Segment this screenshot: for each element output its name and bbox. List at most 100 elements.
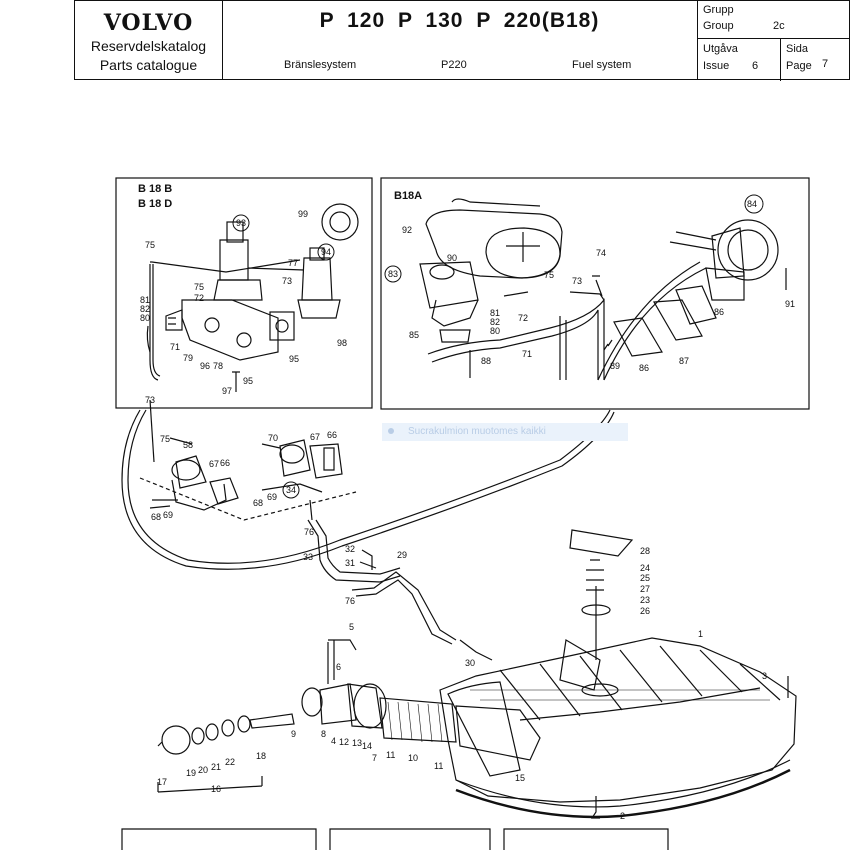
part-label: 3 <box>762 671 767 681</box>
part-label: 5 <box>349 622 354 632</box>
group-issue-page-cell: Grupp Group 2c Utgåva Issue 6 Sida Page … <box>697 1 849 81</box>
catalogue-title-sv: Reservdelskatalog <box>90 38 207 54</box>
part-label: 11 <box>386 750 395 760</box>
section-title-en: Fuel system <box>572 59 632 71</box>
part-label: 11 <box>434 761 443 771</box>
part-label: 19 <box>186 768 196 778</box>
part-label: 2 <box>620 811 625 821</box>
right-inset-drawing <box>419 198 787 381</box>
part-labels-left-inset: 75 81 82 80 72 75 93 99 94 77 73 71 79 9… <box>140 209 347 396</box>
part-label: 93 <box>236 218 246 228</box>
part-label: 90 <box>447 253 457 263</box>
part-label: 95 <box>243 376 253 386</box>
part-label: 81 <box>490 308 500 318</box>
part-label: 68 <box>253 498 263 508</box>
section-model: P220 <box>441 59 467 71</box>
part-label: 71 <box>522 349 532 359</box>
part-label: 26 <box>640 606 650 616</box>
part-label: 13 <box>352 738 362 748</box>
part-label: 83 <box>388 269 398 279</box>
part-label: 76 <box>304 527 314 537</box>
part-label: 72 <box>518 313 528 323</box>
section-title-sv: Bränslesystem <box>284 59 357 71</box>
catalogue-title-en: Parts catalogue <box>99 57 198 73</box>
model-list: P 120 P 130 P 220(B18) <box>319 9 600 32</box>
part-label: 80 <box>490 326 500 336</box>
part-label: 82 <box>140 304 150 314</box>
part-label: 21 <box>211 762 221 772</box>
part-label: 66 <box>220 458 230 468</box>
header-divider-vertical <box>780 38 781 81</box>
part-label: 67 <box>209 459 219 469</box>
issue-value: 6 <box>752 60 759 72</box>
part-label: 67 <box>310 432 320 442</box>
group-value: 2c <box>773 20 785 32</box>
part-label: 68 <box>151 512 161 522</box>
part-label: 69 <box>163 510 173 520</box>
part-label: 97 <box>222 386 232 396</box>
part-label: 86 <box>714 307 724 317</box>
part-label: 87 <box>679 356 689 366</box>
part-label: 96 <box>200 361 210 371</box>
part-label: 70 <box>268 433 278 443</box>
faint-overlay-banner: Sucrakulmion muotomes kaikki <box>382 423 628 441</box>
inset-frame-b18a <box>380 177 810 410</box>
part-label: 84 <box>747 199 757 209</box>
callout-circle-84 <box>744 194 764 214</box>
page-label-en: Page <box>786 60 812 72</box>
part-label: 18 <box>256 751 266 761</box>
overlay-text: Sucrakulmion muotomes kaikki <box>408 426 546 437</box>
model-cell: P 120 P 130 P 220(B18) Bränslesystem P22… <box>222 1 698 79</box>
part-label: 75 <box>160 434 170 444</box>
part-labels-right-inset: 92 90 83 75 74 73 84 85 88 81 82 80 72 7… <box>388 199 795 373</box>
inset-frame-b18b-b18d <box>115 177 373 409</box>
part-label: 7 <box>372 753 377 763</box>
part-label: 34 <box>286 485 296 495</box>
part-label: 92 <box>402 225 412 235</box>
part-label: 30 <box>465 658 475 668</box>
part-label: 78 <box>213 361 223 371</box>
part-label: 91 <box>785 299 795 309</box>
header-divider <box>697 38 849 39</box>
part-label: 24 <box>640 563 650 573</box>
part-label: 10 <box>408 753 418 763</box>
part-label: 77 <box>288 258 298 268</box>
group-label-en: Group <box>703 20 734 32</box>
part-label: 8 <box>321 729 326 739</box>
fuel-tank-drawing <box>439 637 797 819</box>
part-label: 79 <box>183 353 193 363</box>
part-label: 94 <box>321 247 331 257</box>
part-label: 20 <box>198 765 208 775</box>
part-label: 27 <box>640 584 650 594</box>
fuel-pump-drawing <box>121 399 615 583</box>
part-label: 99 <box>298 209 308 219</box>
part-label: 72 <box>194 293 204 303</box>
brand-cell: VOLVO Reservdelskatalog Parts catalogue <box>75 1 223 79</box>
part-label: 28 <box>640 546 650 556</box>
part-label: 73 <box>145 395 155 405</box>
part-label: 74 <box>596 248 606 258</box>
next-frames <box>121 828 669 850</box>
part-label: 14 <box>362 741 372 751</box>
part-label: 66 <box>327 430 337 440</box>
part-label: 73 <box>572 276 582 286</box>
catalogue-header: VOLVO Reservdelskatalog Parts catalogue … <box>74 0 850 81</box>
part-label: 32 <box>345 544 355 554</box>
part-label: 81 <box>140 295 150 305</box>
part-label: 88 <box>481 356 491 366</box>
part-label: 69 <box>267 492 277 502</box>
part-label: 17 <box>157 777 167 787</box>
group-label-sv: Grupp <box>703 4 734 16</box>
part-label: 15 <box>515 773 525 783</box>
part-label: 31 <box>345 558 355 568</box>
callout-circle-94 <box>317 243 335 261</box>
part-label: 23 <box>640 595 650 605</box>
part-label: 75 <box>544 270 554 280</box>
dot-icon <box>388 428 394 435</box>
part-label: 71 <box>170 342 180 352</box>
part-label: 86 <box>639 363 649 373</box>
callout-circle-93 <box>232 214 250 232</box>
inset-title-b18a: B18A <box>394 190 422 202</box>
